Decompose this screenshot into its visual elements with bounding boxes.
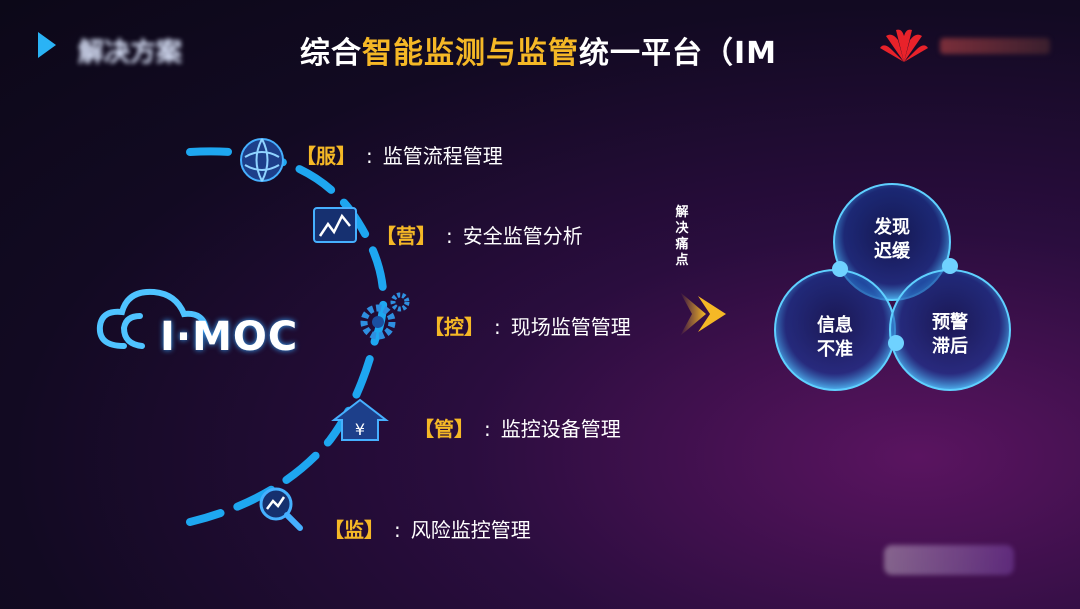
bubble-line: 迟缓 xyxy=(874,241,910,262)
bubble-line: 信息 xyxy=(817,315,853,336)
bubble-line: 滞后 xyxy=(932,336,968,357)
huawei-logo-icon xyxy=(876,26,932,68)
item-desc: 监管流程管理 xyxy=(382,144,503,168)
bubble-alert-lag: 预警 滞后 xyxy=(920,311,980,359)
list-item-control: 【控】:现场监管管理 xyxy=(424,315,631,339)
bubble-line: 预警 xyxy=(932,312,968,333)
gears-icon xyxy=(356,292,412,348)
bubble-line: 发现 xyxy=(874,217,910,238)
play-arrow-icon xyxy=(36,30,58,64)
painpoint-char: 决 xyxy=(675,221,689,236)
house-yen-icon: ¥ xyxy=(330,398,390,446)
globe-icon xyxy=(239,137,285,187)
title-part-3: 统一平台（IM xyxy=(579,36,778,71)
section-label: 解决方案 xyxy=(78,38,183,68)
magnifier-chart-icon xyxy=(256,484,306,538)
item-tag: 【营】 xyxy=(376,224,436,248)
item-desc: 安全监管分析 xyxy=(462,224,583,248)
item-tag: 【控】 xyxy=(424,315,484,339)
cloud-icon xyxy=(94,282,214,356)
item-desc: 监控设备管理 xyxy=(500,417,621,441)
list-item-monitor: 【监】:风险监控管理 xyxy=(324,518,531,542)
list-item-service: 【服】:监管流程管理 xyxy=(296,144,503,168)
title-part-1: 综合 xyxy=(300,36,362,71)
imoc-logo-text: I·MOC xyxy=(160,314,299,360)
item-tag: 【管】 xyxy=(414,417,474,441)
item-tag: 【服】 xyxy=(296,144,356,168)
chart-monitor-icon xyxy=(312,206,358,250)
arrow-right-icon xyxy=(678,286,734,346)
page-title: 综合智能监测与监管统一平台（IM xyxy=(300,28,777,72)
bubble-discover-slow: 发现 迟缓 xyxy=(862,216,922,264)
bubble-info-inaccurate: 信息 不准 xyxy=(805,314,865,362)
painpoint-char: 痛 xyxy=(675,237,689,252)
brand-name xyxy=(940,38,1050,54)
list-item-operate: 【营】:安全监管分析 xyxy=(376,224,583,248)
bubble-line: 不准 xyxy=(817,339,853,360)
item-desc: 现场监管管理 xyxy=(510,315,631,339)
list-item-manage: 【管】:监控设备管理 xyxy=(414,417,621,441)
bubble-cluster xyxy=(774,183,1011,391)
watermark xyxy=(884,545,1014,575)
painpoint-char: 点 xyxy=(675,253,689,268)
painpoint-char: 解 xyxy=(675,205,689,220)
svg-text:¥: ¥ xyxy=(355,420,365,439)
painpoint-label: 解 决 痛 点 xyxy=(672,205,692,269)
item-tag: 【监】 xyxy=(324,518,384,542)
title-part-2: 智能监测与监管 xyxy=(362,36,579,71)
item-desc: 风险监控管理 xyxy=(410,518,531,542)
